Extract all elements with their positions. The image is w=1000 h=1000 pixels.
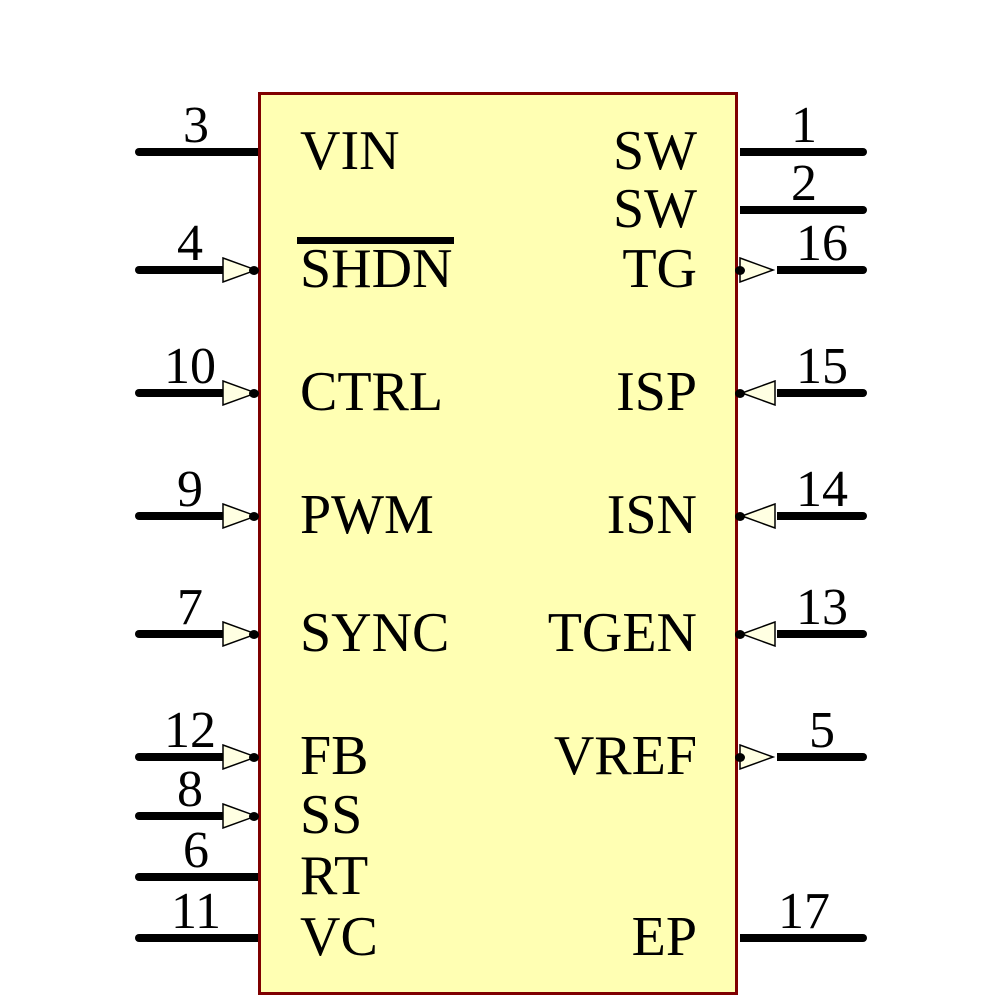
pin-wire	[740, 934, 867, 942]
pin-wire	[135, 389, 225, 397]
input-arrow-icon	[222, 380, 258, 406]
pin-label: VREF	[553, 725, 697, 787]
pin-wire	[135, 630, 225, 638]
pin-connection-dot	[249, 266, 259, 275]
pin-label: RT	[300, 845, 369, 907]
pin-connection-dot	[249, 753, 259, 762]
pin-wire	[777, 266, 867, 274]
pin-wire	[777, 512, 867, 520]
pin-label: SW	[613, 120, 697, 182]
pin-wire	[740, 148, 867, 156]
pin-number: 17	[778, 883, 830, 940]
pin-number: 2	[791, 155, 817, 212]
pin-label: SS	[300, 784, 363, 846]
active-low-overbar	[297, 237, 454, 244]
pin-number: 1	[791, 97, 817, 154]
pin-wire	[135, 512, 225, 520]
pin-number: 7	[177, 579, 203, 636]
pin-number: 14	[796, 461, 848, 518]
pin-wire	[777, 753, 867, 761]
input-arrow-icon	[740, 380, 776, 406]
pin-number: 13	[796, 579, 848, 636]
input-arrow-icon	[740, 503, 776, 529]
pin-wire	[135, 753, 225, 761]
pin-wire	[135, 934, 258, 942]
pin-number: 8	[177, 761, 203, 818]
pin-label: CTRL	[300, 361, 444, 423]
pin-connection-dot	[735, 266, 745, 275]
pin-wire	[135, 812, 225, 820]
pin-number: 3	[183, 97, 209, 154]
pin-label: FB	[300, 725, 369, 787]
pin-label: VC	[300, 906, 378, 968]
pin-wire	[777, 630, 867, 638]
input-arrow-icon	[222, 257, 258, 283]
pin-connection-dot	[249, 812, 259, 821]
input-arrow-icon	[222, 621, 258, 647]
pin-connection-dot	[249, 630, 259, 639]
pin-number: 4	[177, 215, 203, 272]
pin-wire	[740, 206, 867, 214]
pin-label: SYNC	[300, 602, 450, 664]
pin-label: PWM	[300, 484, 434, 546]
pin-number: 10	[164, 338, 216, 395]
pin-number: 9	[177, 461, 203, 518]
pin-number: 6	[183, 822, 209, 879]
pin-wire	[135, 266, 225, 274]
pin-label: SHDN	[300, 238, 453, 300]
pin-label: TGEN	[547, 602, 697, 664]
pin-label: ISP	[616, 361, 697, 423]
pin-connection-dot	[735, 753, 745, 762]
input-arrow-icon	[222, 803, 258, 829]
pin-wire	[135, 873, 258, 881]
pin-label: TG	[622, 238, 697, 300]
pin-connection-dot	[249, 389, 259, 398]
pin-connection-dot	[735, 389, 745, 398]
pin-label: EP	[631, 906, 697, 968]
pin-label: SW	[613, 178, 697, 240]
pin-number: 15	[796, 338, 848, 395]
pin-wire	[777, 389, 867, 397]
input-arrow-icon	[740, 621, 776, 647]
pin-connection-dot	[735, 630, 745, 639]
pin-number: 11	[170, 883, 222, 940]
pin-label: VIN	[300, 120, 400, 182]
input-arrow-icon	[222, 503, 258, 529]
input-arrow-icon	[222, 744, 258, 770]
pin-number: 16	[796, 215, 848, 272]
pin-number: 12	[164, 702, 216, 759]
pin-label: ISN	[606, 484, 697, 546]
pin-number: 5	[809, 702, 835, 759]
pin-connection-dot	[735, 512, 745, 521]
pin-connection-dot	[249, 512, 259, 521]
pin-wire	[135, 148, 258, 156]
